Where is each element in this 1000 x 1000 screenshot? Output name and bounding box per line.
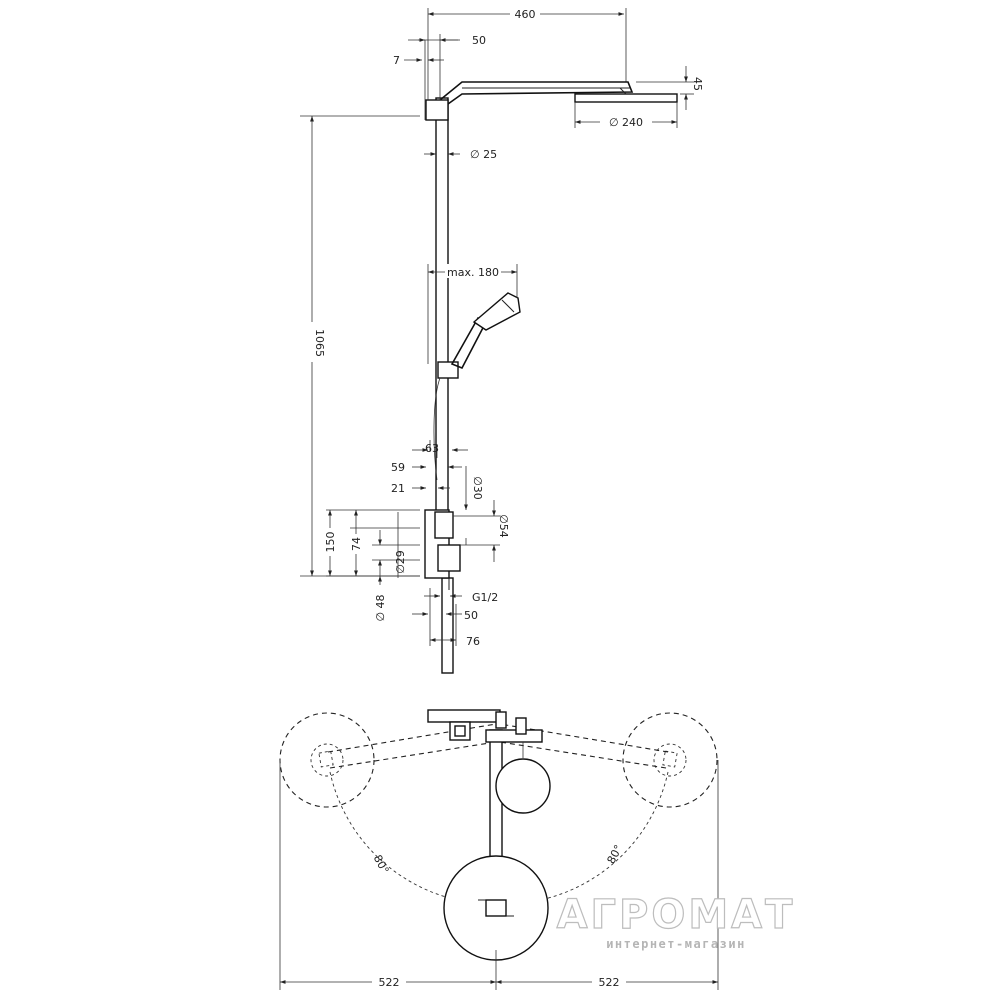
watermark: АГРОМАТ интернет-магазин <box>556 891 796 951</box>
side-view: 460 50 7 45 ∅ 240 <box>300 6 704 674</box>
label-59: 59 <box>391 461 405 474</box>
hand-shower <box>433 292 521 481</box>
watermark-brand: АГРОМАТ <box>557 892 796 938</box>
label-angle-right: 80° <box>605 843 626 866</box>
dim-spans: 522 522 <box>280 974 718 989</box>
dim-rail-diameter: ∅ 25 <box>424 148 497 161</box>
label-d48: ∅ 48 <box>374 594 387 621</box>
label-63: 63 <box>425 442 439 455</box>
dim-head-diameter: ∅ 240 <box>574 102 678 129</box>
label-150: 150 <box>324 532 337 553</box>
label-522-right: 522 <box>599 976 620 989</box>
dim-mixer-heights: 150 74 ∅29 ∅ 48 <box>322 509 420 622</box>
label-1065: 1065 <box>313 329 326 357</box>
dim-handshower-reach: max. 180 <box>427 264 518 364</box>
dim-mixer-depths: 63 59 21 <box>391 440 468 495</box>
label-g12: G1/2 <box>472 591 498 604</box>
label-45: 45 <box>691 77 704 91</box>
label-522-left: 522 <box>379 976 400 989</box>
label-74: 74 <box>350 537 363 551</box>
swivel-circle-right <box>622 712 718 808</box>
dim-connection: G1/2 50 76 <box>412 588 498 648</box>
dim-total-height: 1065 <box>300 115 420 577</box>
label-76: 76 <box>466 635 480 648</box>
watermark-tagline: интернет-магазин <box>606 937 746 951</box>
riser-rail <box>435 97 454 674</box>
overhead-shower-head <box>574 87 678 103</box>
dim-head-height: 45 <box>636 66 704 110</box>
label-7: 7 <box>393 54 400 67</box>
label-50-bottom: 50 <box>464 609 478 622</box>
label-240: ∅ 240 <box>609 116 643 129</box>
top-view: 80° 80° 522 522 <box>279 709 719 990</box>
swivel-circle-left <box>279 712 375 808</box>
thermostat-mixer <box>424 509 461 590</box>
label-25: ∅ 25 <box>470 148 497 161</box>
label-d30: ∅30 <box>471 476 484 500</box>
handshower-disc <box>495 758 551 814</box>
dim-wall-offsets: 50 7 <box>393 34 486 100</box>
label-max-180: max. 180 <box>447 266 499 279</box>
overhead-arm <box>425 81 634 121</box>
label-50-top: 50 <box>472 34 486 47</box>
label-d29: ∅29 <box>394 550 407 574</box>
dim-arm-length: 460 <box>427 6 624 100</box>
label-angle-left: 80° <box>371 853 392 876</box>
label-460: 460 <box>515 8 536 21</box>
label-21: 21 <box>391 482 405 495</box>
dim-mixer-diameters: ∅30 ∅54 <box>453 466 510 562</box>
label-d54: ∅54 <box>497 514 510 538</box>
